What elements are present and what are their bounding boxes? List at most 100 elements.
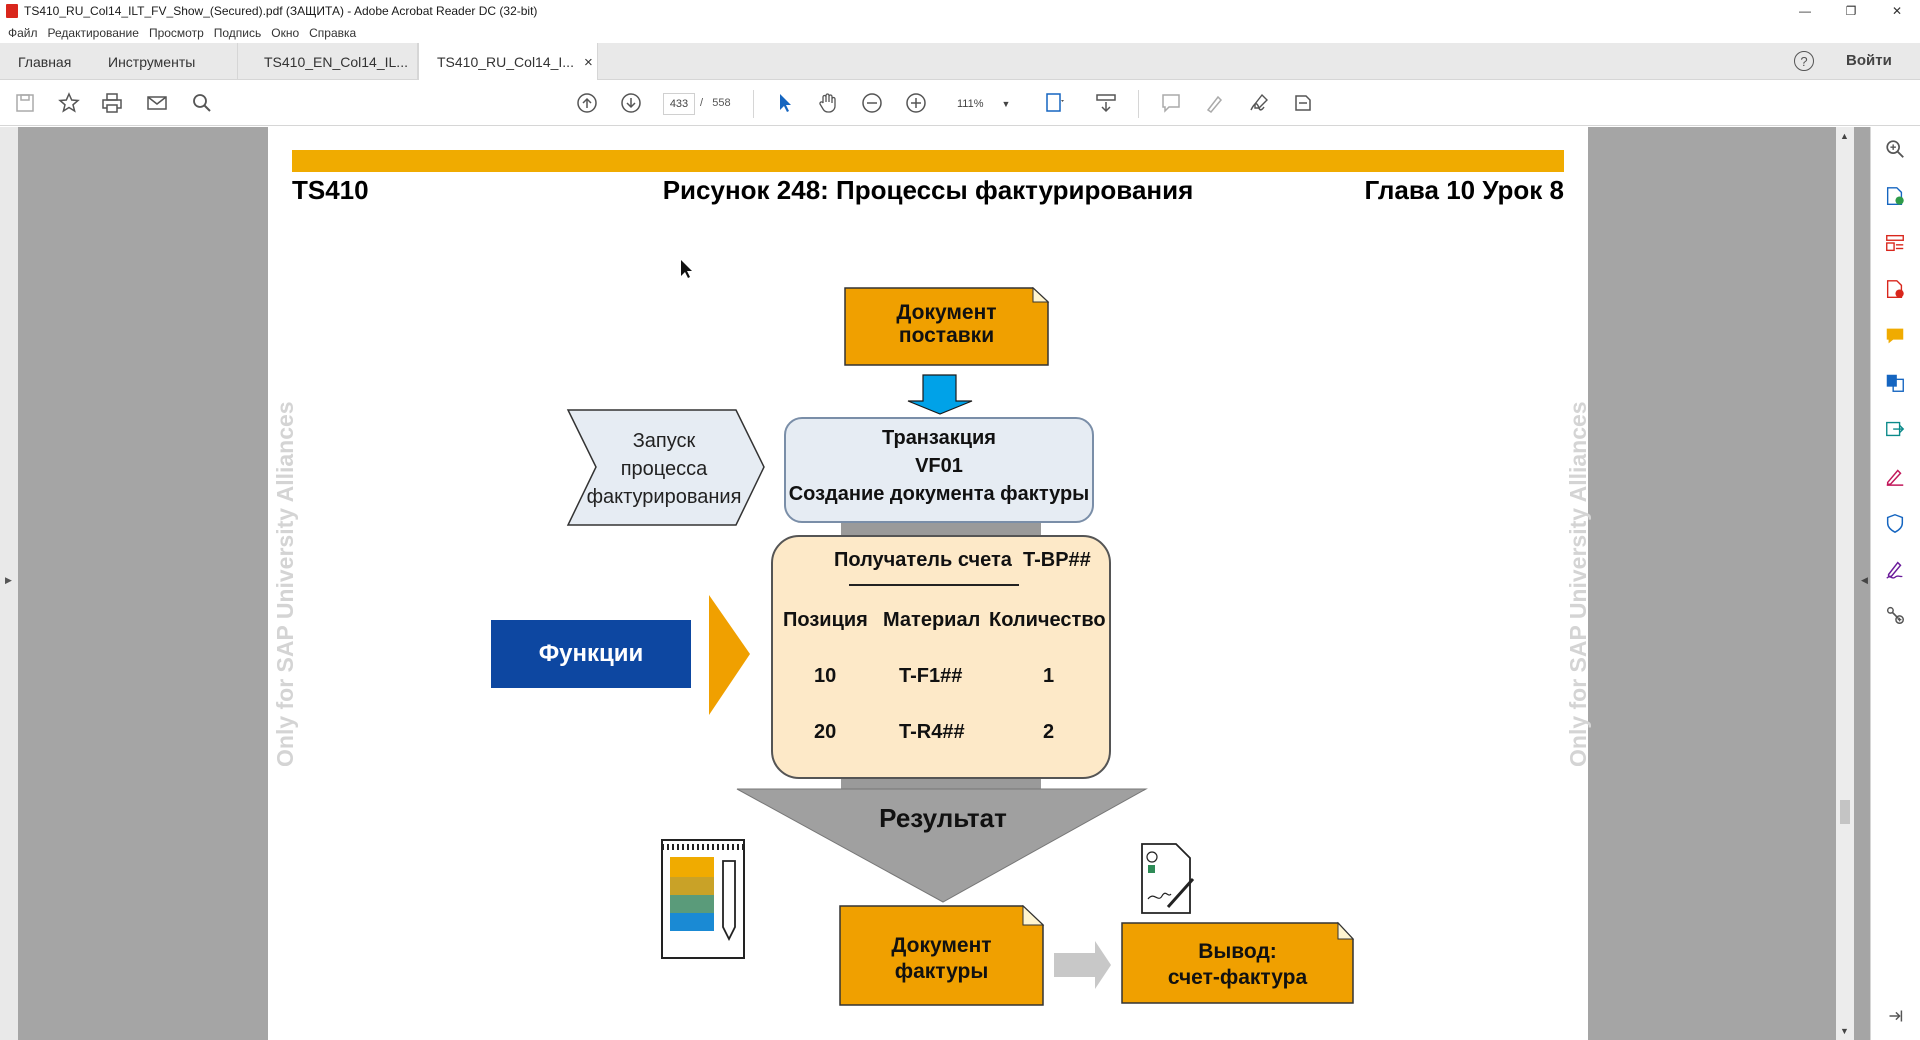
mouse-cursor xyxy=(681,260,692,278)
chevron-down-icon: ▼ xyxy=(1001,99,1011,109)
tab-tools-label: Инструменты xyxy=(108,53,196,70)
delivery-document-line2: поставки xyxy=(898,324,995,347)
collapse-right-panel-icon[interactable]: ◀ xyxy=(1861,575,1868,585)
window-title: TS410_RU_Col14_ILT_FV_Show_(Secured).pdf… xyxy=(24,4,538,18)
orange-pointer-triangle xyxy=(709,595,750,715)
save-icon[interactable] xyxy=(12,90,38,116)
bookmark-star-icon[interactable] xyxy=(56,90,82,116)
more-tools-icon[interactable] xyxy=(1884,604,1906,626)
result-label: Результат xyxy=(879,803,1007,833)
sign-icon[interactable] xyxy=(1246,90,1272,116)
organize-pages-icon[interactable] xyxy=(1884,232,1906,254)
scroll-mode-icon[interactable] xyxy=(1093,90,1119,116)
next-page-icon[interactable] xyxy=(618,90,644,116)
payer-label: Получатель счета xyxy=(834,549,1012,571)
transaction-code: VF01 xyxy=(915,455,963,477)
close-window-button[interactable]: ✕ xyxy=(1891,4,1903,18)
column-quantity: Количество xyxy=(989,609,1106,631)
output-line1: Вывод: xyxy=(1198,940,1277,963)
combine-files-icon[interactable] xyxy=(1884,372,1906,394)
title-bar: TS410_RU_Col14_ILT_FV_Show_(Secured).pdf… xyxy=(0,0,1920,22)
transaction-box: Транзакция VF01 Создание документа факту… xyxy=(784,417,1094,523)
certificate-sign-icon[interactable] xyxy=(1884,558,1906,580)
help-icon[interactable]: ? xyxy=(1794,51,1814,71)
payer-underline xyxy=(849,584,1019,586)
create-pdf-icon[interactable] xyxy=(1884,278,1906,300)
maximize-button[interactable]: ❐ xyxy=(1845,4,1857,18)
zoom-value: 111% xyxy=(957,98,984,110)
delivery-document-shape xyxy=(844,287,1049,366)
result-funnel xyxy=(736,788,1148,903)
select-cursor-icon[interactable] xyxy=(772,90,798,116)
expand-left-panel-icon[interactable]: ▶ xyxy=(5,575,12,585)
menu-bar: Файл Редактирование Просмотр Подпись Окн… xyxy=(0,22,1920,43)
output-label: Вывод: счет-фактура xyxy=(1122,939,1353,991)
row2-position: 20 xyxy=(814,721,837,743)
comment-tool-icon[interactable] xyxy=(1884,325,1906,347)
functions-box: Функции xyxy=(491,620,691,688)
left-panel-strip[interactable]: ▶ xyxy=(0,127,18,1040)
column-position: Позиция xyxy=(783,609,868,631)
minimize-button[interactable]: — xyxy=(1799,4,1811,18)
fill-sign-icon[interactable] xyxy=(1884,465,1906,487)
row1-position: 10 xyxy=(814,665,837,687)
tab-home-label: Главная xyxy=(18,53,72,70)
hand-tool-icon[interactable] xyxy=(815,90,841,116)
tab-doc-en-label: TS410_EN_Col14_IL... xyxy=(264,53,408,70)
tab-close-icon[interactable]: × xyxy=(583,53,593,71)
menu-window[interactable]: Окно xyxy=(271,25,300,40)
connector-top xyxy=(841,523,1041,537)
pdf-page: TS410 Рисунок 248: Процессы фактурирован… xyxy=(268,127,1591,1040)
vertical-scrollbar[interactable]: ▲ ▼ xyxy=(1836,127,1854,1040)
zoom-out-icon[interactable] xyxy=(859,90,885,116)
start-process-chevron xyxy=(566,409,765,526)
start-process-line2: процесса xyxy=(620,458,708,480)
scrollbar-thumb[interactable] xyxy=(1840,800,1850,824)
page-number-input[interactable]: 433 xyxy=(663,93,695,115)
menu-file[interactable]: Файл xyxy=(8,25,38,40)
menu-sign[interactable]: Подпись xyxy=(213,25,262,40)
acrobat-icon xyxy=(6,4,18,18)
invoice-document-line1: Документ xyxy=(891,934,992,957)
menu-edit[interactable]: Редактирование xyxy=(47,25,139,40)
tab-home[interactable]: Главная xyxy=(0,43,94,80)
payer-value: T-BP## xyxy=(1023,549,1091,571)
zoom-select[interactable]: 111% ▼ xyxy=(945,93,1013,115)
comment-icon[interactable] xyxy=(1158,90,1184,116)
highlight-pen-icon[interactable] xyxy=(1202,90,1228,116)
menu-help[interactable]: Справка xyxy=(309,25,357,40)
tab-doc-ru-label: TS410_RU_Col14_I... xyxy=(437,54,574,70)
search-icon[interactable] xyxy=(189,90,215,116)
print-icon[interactable] xyxy=(99,90,125,116)
invoice-document-fold xyxy=(1022,904,1045,926)
login-button[interactable]: Войти xyxy=(1846,52,1892,69)
fit-page-icon[interactable] xyxy=(1041,90,1067,116)
share-icon[interactable] xyxy=(1290,90,1316,116)
tab-doc-ru[interactable]: TS410_RU_Col14_I... × xyxy=(418,43,598,81)
zoom-tool-icon[interactable] xyxy=(1884,138,1906,160)
row2-quantity: 2 xyxy=(1043,721,1055,743)
invoice-details-panel: Получатель счета T-BP## Позиция Материал… xyxy=(771,535,1111,779)
process-diagram xyxy=(566,260,1355,1006)
export-pdf-icon[interactable] xyxy=(1884,185,1906,207)
row1-quantity: 1 xyxy=(1043,665,1055,687)
tab-doc-en[interactable]: TS410_EN_Col14_IL... xyxy=(246,43,418,80)
send-for-review-icon[interactable] xyxy=(1884,418,1906,440)
row2-material: T-R4## xyxy=(899,721,965,743)
protect-shield-icon[interactable] xyxy=(1884,512,1906,534)
delivery-document-line1: Документ xyxy=(896,301,997,324)
email-icon[interactable] xyxy=(144,90,170,116)
collapse-panel-icon[interactable] xyxy=(1884,1005,1906,1027)
delivery-document-fold xyxy=(1032,286,1050,303)
tab-tools[interactable]: Инструменты xyxy=(90,43,238,80)
scroll-down-icon[interactable]: ▼ xyxy=(1840,1026,1849,1036)
slide-accent-bar xyxy=(292,150,1564,172)
toolbar xyxy=(0,80,1920,126)
zoom-in-icon[interactable] xyxy=(903,90,929,116)
tab-bar: Главная Инструменты TS410_EN_Col14_IL...… xyxy=(0,43,1920,81)
prev-page-icon[interactable] xyxy=(574,90,600,116)
menu-view[interactable]: Просмотр xyxy=(148,25,204,40)
column-material: Материал xyxy=(883,609,981,631)
scroll-up-icon[interactable]: ▲ xyxy=(1840,131,1849,141)
delivery-document-label: Документ поставки xyxy=(845,301,1048,347)
